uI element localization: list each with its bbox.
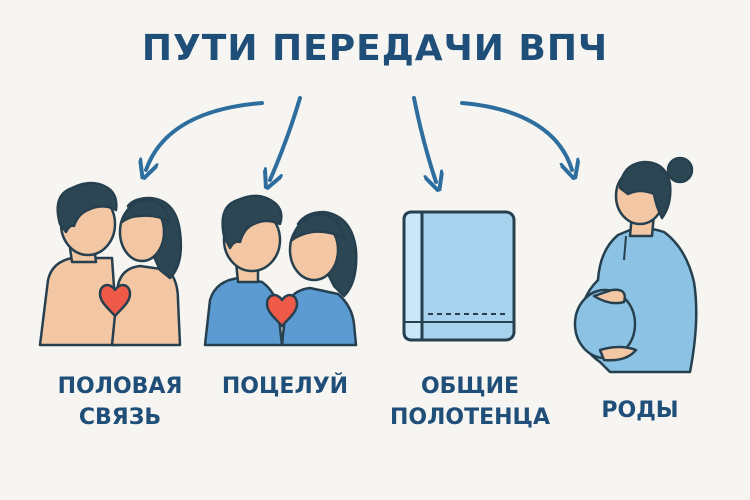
towel-icon [402,210,516,342]
kiss-icon [203,194,358,347]
route-label-childbirth: РОДЫ [601,398,679,423]
route-label-sexual-contact: ПОЛОВАЯ СВЯЗЬ [57,374,183,430]
route-label-shared-towels: ОБЩИЕ ПОЛОТЕНЦА [390,374,550,430]
arrow-2 [270,96,302,180]
route-label-kiss: ПОЦЕЛУЙ [221,374,349,399]
pregnant-woman-icon [573,156,698,374]
arrow-3 [412,96,436,182]
arrow-4 [460,101,572,170]
diagram-title: ПУТИ ПЕРЕДАЧИ ВПЧ [141,28,609,69]
arrow-1 [146,101,264,170]
couple-kissing-icon [38,181,183,347]
